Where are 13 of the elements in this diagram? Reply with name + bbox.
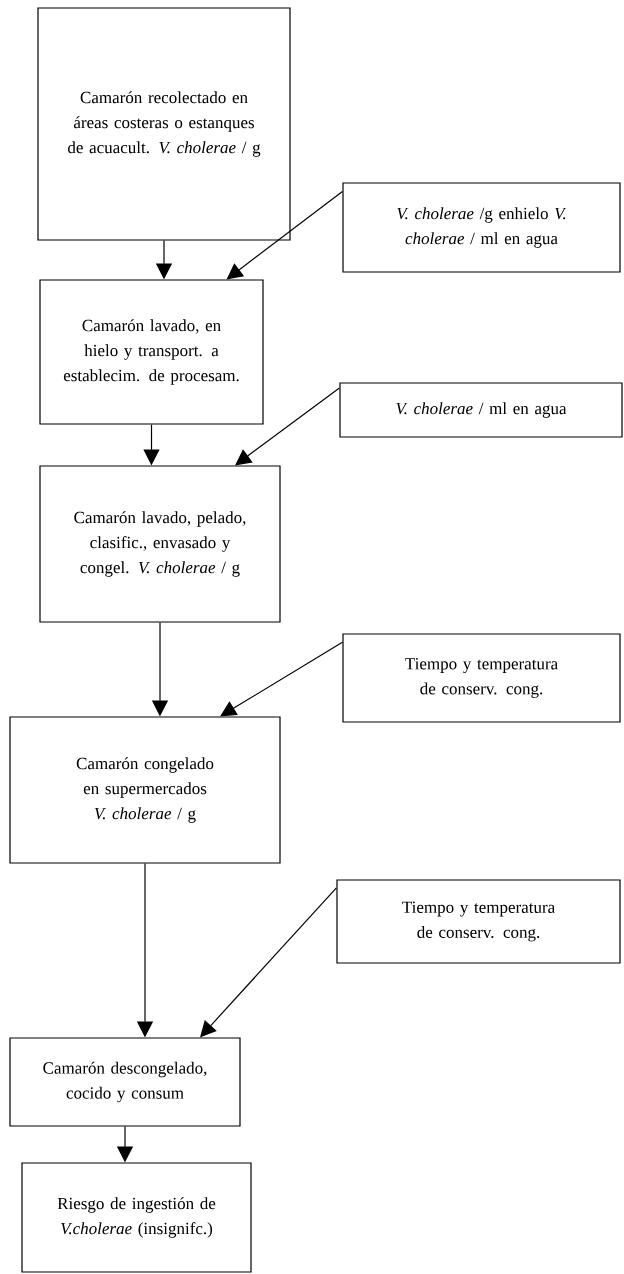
arrow — [220, 641, 343, 717]
process-box: Riesgo de ingestión de V.cholerae (insignifc.) — [21, 1162, 252, 1273]
input-box: V. cholerae / ml en agua — [339, 382, 623, 438]
input-box: Tiempo y temperatura de conserv. cong. — [336, 879, 621, 964]
arrow — [235, 387, 340, 466]
process-box: Camarón congelado en supermercados V. cholerae / g — [9, 716, 281, 864]
input-box: V. cholerae /g enhielo V. cholerae / ml en agua — [342, 182, 621, 273]
process-box: Camarón lavado, en hielo y transport. a establecim. de procesam. — [39, 279, 264, 425]
arrow — [226, 190, 343, 280]
process-box: Camarón descongelado, cocido y consum — [9, 1037, 241, 1127]
process-box: Camarón recolectado en áreas costeras o estanques de acuacult. V. cholerae / g — [37, 7, 291, 241]
process-box: Camarón lavado, pelado, clasific., envasado y congel. V. cholerae / g — [39, 465, 281, 623]
input-box: Tiempo y temperatura de conserv. cong. — [342, 633, 621, 723]
